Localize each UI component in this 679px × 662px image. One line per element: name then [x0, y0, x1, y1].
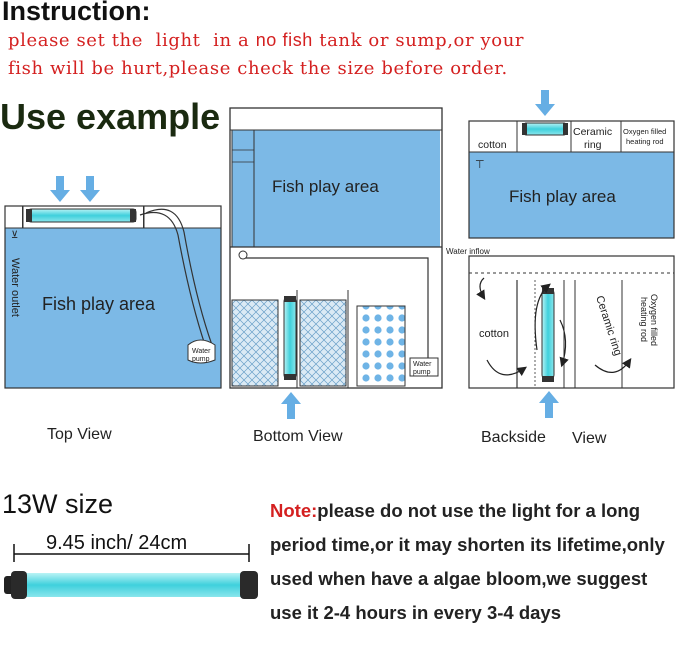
backside-top-arrow-icon [535, 90, 555, 116]
backside-bottom-oxygen-label-1: Oxygen filled [649, 294, 659, 346]
bottom-view-pump-label-1: Water [413, 361, 432, 368]
bottom-view-mesh-1 [231, 299, 279, 387]
backside-top-tap-icon: ⊤ [475, 159, 485, 171]
backside-bottom-diagram: Water inflow cotton Ceramic ring Oxygen … [446, 247, 675, 418]
top-view-outlet-label: Water outlet [9, 258, 21, 317]
backside-top-diagram: cotton Ceramic ring Oxygen filled heatin… [468, 90, 675, 239]
backside-top-water [469, 152, 674, 238]
note-paragraph: Note:please do not use the light for a l… [270, 494, 674, 630]
top-view-diagram: Water pump ⊻ Water outlet Fish play area [4, 176, 222, 389]
warning-line-2: fish will be hurt,please check the size … [8, 58, 508, 79]
backside-top-ceramic-label-2: ring [584, 139, 602, 151]
backside-top-uv-tube [523, 122, 567, 136]
warning-line-1-end: tank or sump,or your [319, 30, 525, 51]
note-text: please do not use the light for a long p… [270, 500, 665, 623]
backside-top-oxygen-label-1: Oxygen filled [623, 127, 666, 136]
backside-bottom-tank [468, 255, 675, 389]
backside-top-oxygen-label-2: heating rod [626, 137, 664, 146]
backside-bottom-inflow-label: Water inflow [446, 247, 490, 256]
top-view-arrow-2-icon [80, 176, 100, 202]
product-dimension-label: 9.45 inch/ 24cm [46, 532, 188, 554]
top-view-water [5, 228, 221, 388]
bottom-view-tank [229, 107, 443, 389]
top-view-pump [187, 339, 216, 364]
product-uv-lamp [4, 571, 258, 599]
bottom-view-caption: Bottom View [253, 428, 343, 445]
use-example-heading: Use example [0, 96, 221, 137]
backside-caption-a: Backside [481, 429, 546, 446]
bottom-view-uv-tube [283, 297, 297, 379]
note-label: Note: [270, 500, 318, 521]
bottom-view-water [232, 130, 440, 247]
bottom-view-area-label: Fish play area [272, 177, 379, 196]
bottom-view-diagram: Fish play area Water pump [229, 107, 443, 419]
backside-bottom-oxygen-label-2: heating rod [639, 297, 649, 342]
no-fish-text: no fish [255, 30, 313, 50]
backside-top-cotton-label: cotton [478, 139, 507, 151]
bottom-view-pump-label-2: pump [413, 369, 431, 376]
backside-bottom-uv-tube [541, 289, 555, 379]
backside-top-ceramic-label-1: Ceramic [573, 126, 612, 138]
top-view-area-label: Fish play area [42, 294, 156, 314]
backside-top-area-label: Fish play area [509, 187, 616, 206]
bottom-view-arrow-icon [281, 392, 301, 419]
top-view-pump-label-2: pump [192, 356, 210, 363]
product-dimension-line [13, 544, 250, 562]
warning-line-1-start: please set the light in a [8, 30, 250, 51]
top-view-pump-label-1: Water [192, 348, 211, 355]
top-view-uv-tube [27, 208, 137, 223]
bottom-view-ceramic [356, 305, 406, 387]
outlet-tick: ⊻ [11, 230, 18, 241]
top-view-tank [4, 205, 222, 389]
top-view-caption: Top View [47, 426, 112, 443]
product-uv-tube [10, 573, 258, 597]
backside-caption-b: View [572, 430, 607, 447]
backside-bottom-arrow-icon [539, 391, 559, 418]
bottom-view-mesh-2 [299, 299, 347, 387]
product-size-label: 13W size [2, 489, 114, 519]
backside-bottom-cotton-label: cotton [479, 328, 509, 340]
instruction-title: Instruction: [2, 0, 151, 26]
top-view-arrow-1-icon [50, 176, 70, 202]
warning-line-1: please set the light in a no fish tank o… [8, 30, 524, 51]
